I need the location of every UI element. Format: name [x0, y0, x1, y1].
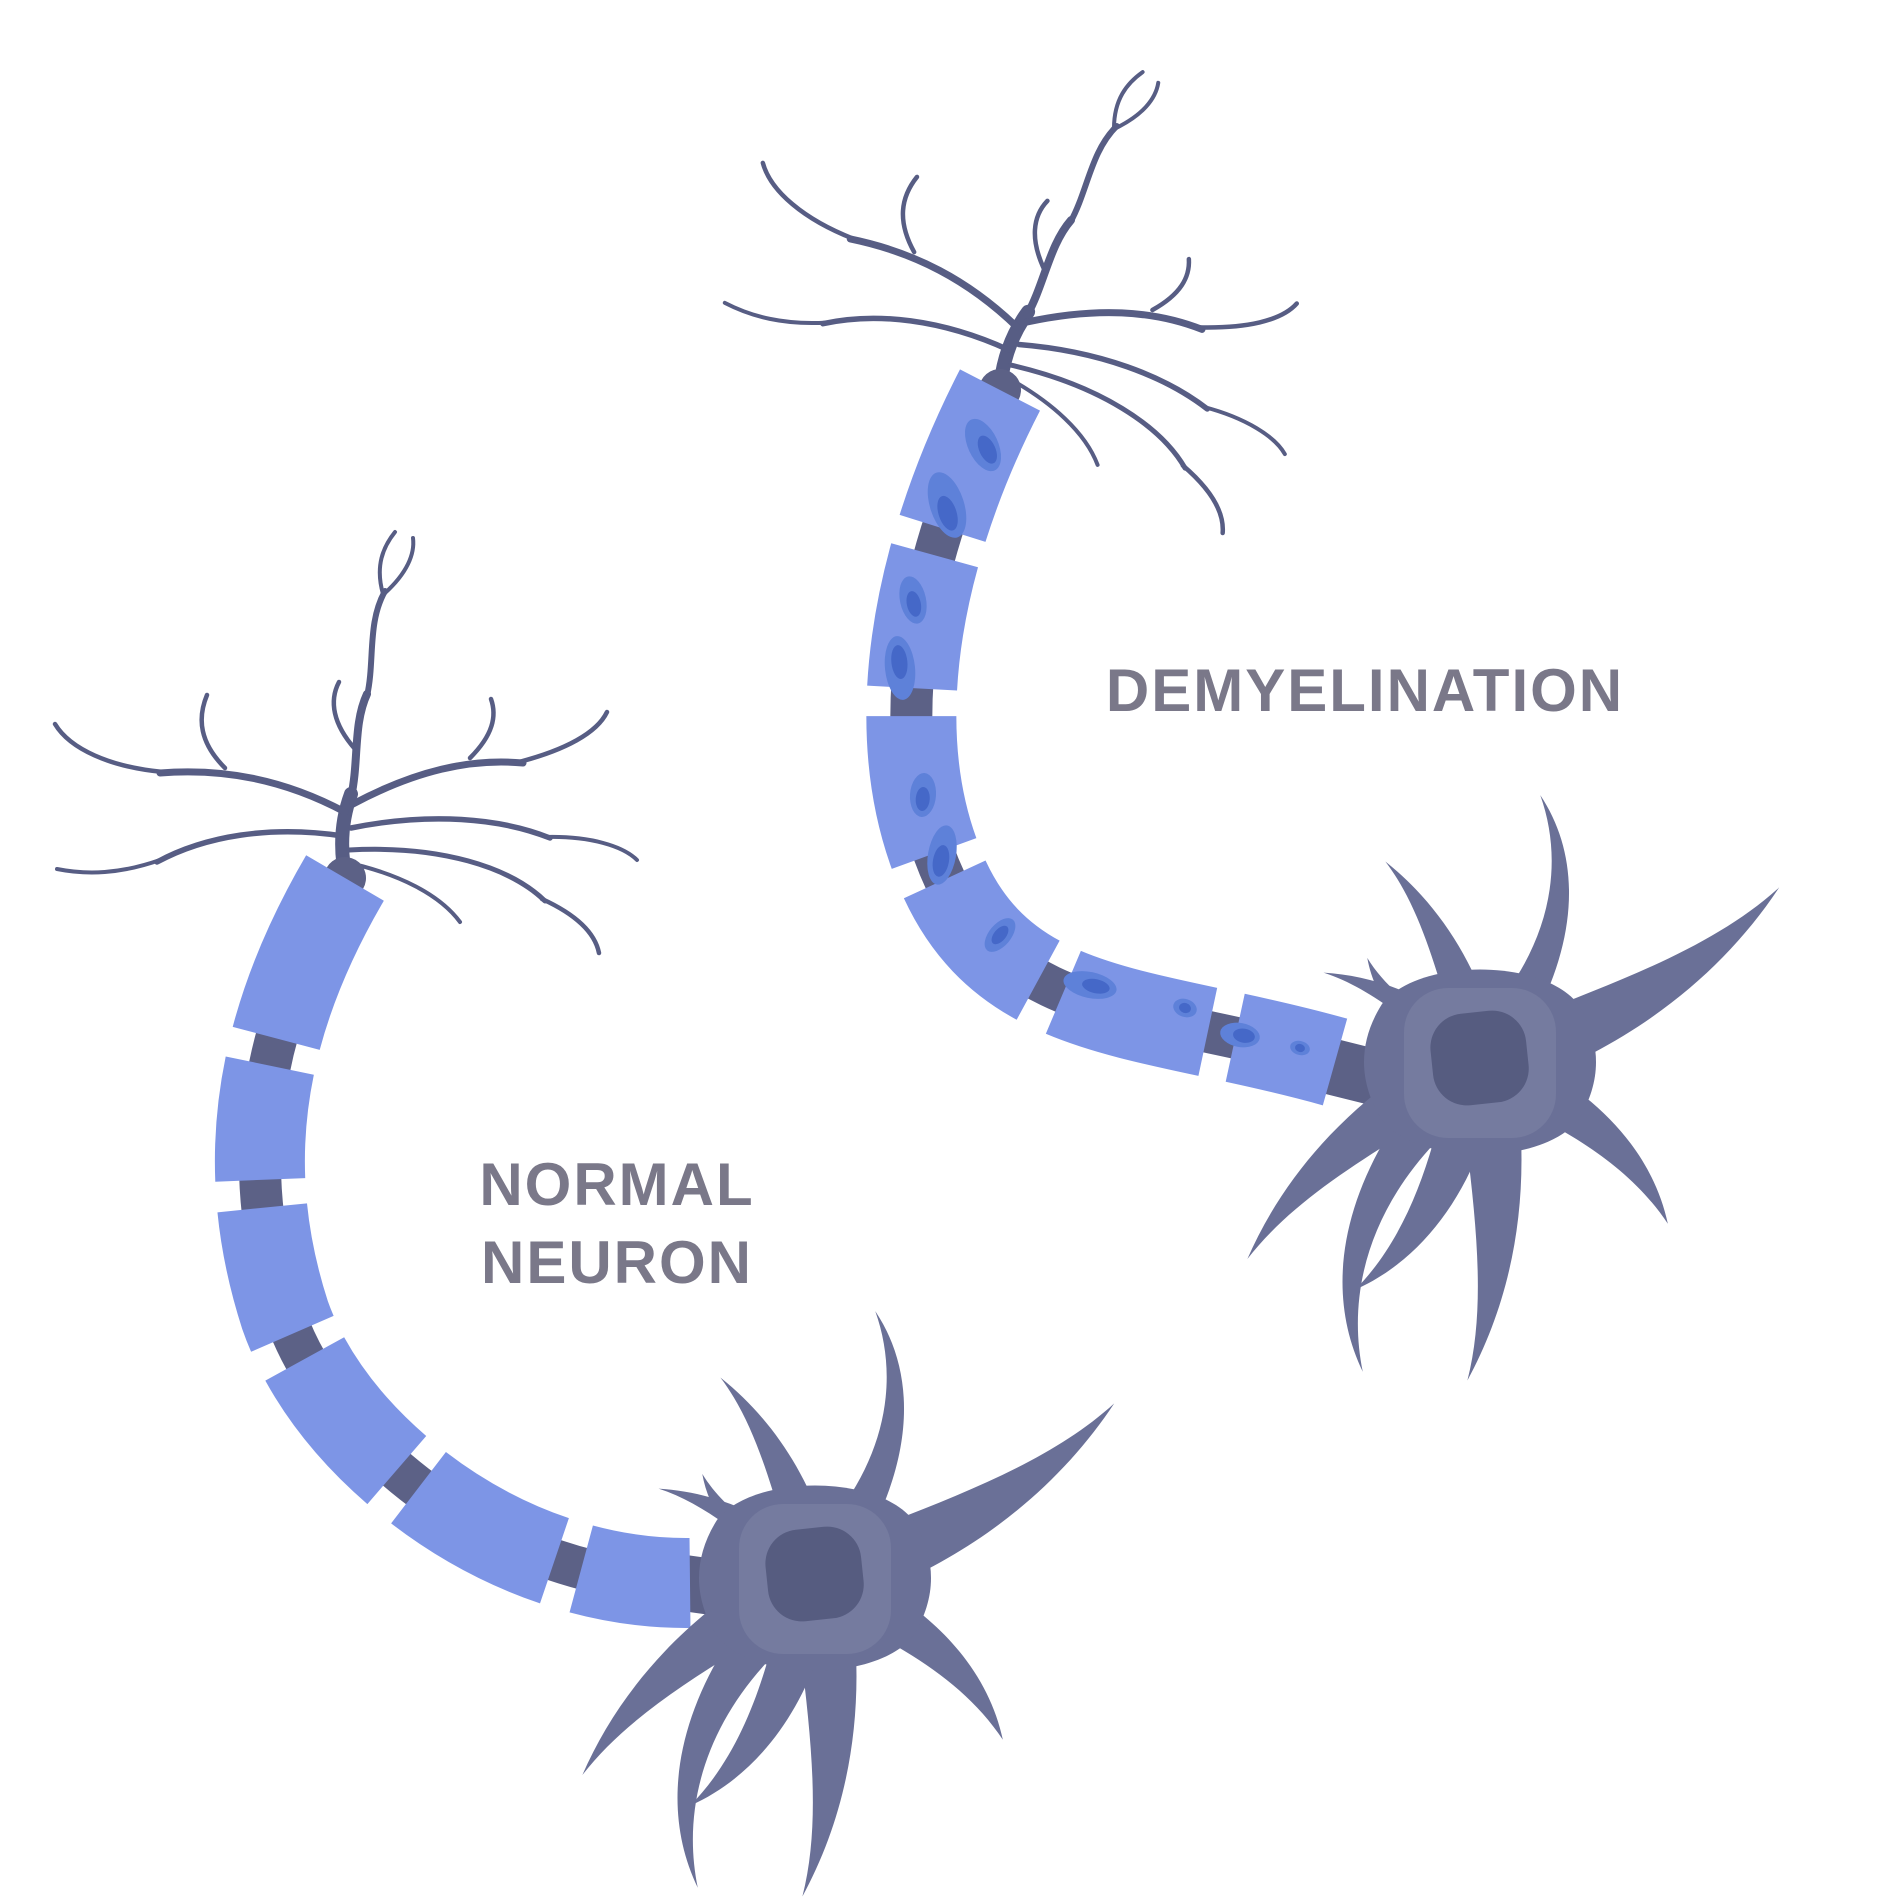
normal-neuron-label-line1: NORMAL [479, 1151, 755, 1218]
demyelinated-axon-terminal-branches [700, 0, 1375, 543]
normal-neuron-label-line2: NEURON [480, 1229, 753, 1296]
myelin-lesions [884, 418, 1310, 1056]
demyelination-label: DEMYELINATION [1105, 657, 1625, 724]
normal-neuron-figure [55, 532, 1141, 1897]
normal-neuron-label: NORMAL NEURON [312, 1146, 922, 1302]
demyelinated-neuron-figure [700, 0, 1806, 1381]
normal-myelin-sheath [214, 855, 691, 1629]
